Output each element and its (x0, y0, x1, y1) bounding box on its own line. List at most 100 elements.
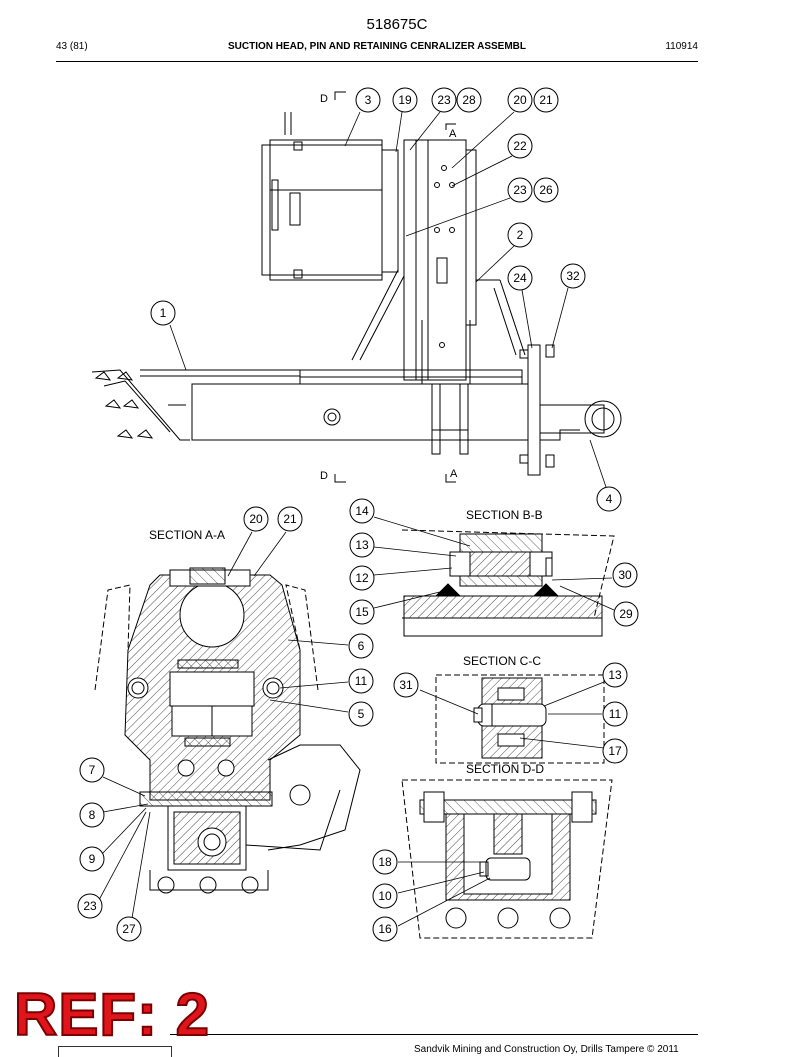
svg-text:29: 29 (619, 607, 633, 621)
callout-21: 21 (277, 506, 303, 532)
header-rule (56, 61, 698, 62)
callout-13: 13 (602, 662, 628, 688)
svg-text:21: 21 (539, 93, 553, 107)
svg-text:22: 22 (513, 139, 527, 153)
svg-text:30: 30 (618, 568, 632, 582)
callout-20: 20 (243, 506, 269, 532)
callout-30: 30 (612, 562, 638, 588)
section-cc-title: SECTION C-C (463, 654, 541, 668)
svg-text:23: 23 (513, 183, 527, 197)
callout-11: 11 (602, 701, 628, 727)
marker-a-top: A (449, 128, 457, 140)
section-bb-title: SECTION B-B (466, 508, 543, 522)
svg-text:21: 21 (283, 512, 297, 526)
callout-21: 21 (533, 87, 559, 113)
callout-4: 4 (596, 486, 622, 512)
svg-text:12: 12 (355, 571, 369, 585)
svg-text:2: 2 (517, 228, 524, 242)
callout-6: 6 (348, 633, 374, 659)
callout-24: 24 (507, 265, 533, 291)
callout-14: 14 (349, 498, 375, 524)
svg-text:23: 23 (437, 93, 451, 107)
callout-13: 13 (349, 532, 375, 558)
svg-text:7: 7 (89, 763, 96, 777)
section-bb-view (401, 529, 615, 637)
callout-9: 9 (79, 846, 105, 872)
main-view (91, 112, 622, 476)
callout-23: 23 (431, 87, 457, 113)
callout-20: 20 (507, 87, 533, 113)
callout-28: 28 (456, 87, 482, 113)
section-aa-view (94, 567, 361, 894)
svg-text:28: 28 (462, 93, 476, 107)
callout-26: 26 (533, 177, 559, 203)
logo-box (58, 1046, 172, 1057)
svg-text:14: 14 (355, 504, 369, 518)
page-title: SUCTION HEAD, PIN AND RETAINING CENRALIZ… (228, 41, 526, 52)
svg-text:32: 32 (566, 269, 580, 283)
svg-text:6: 6 (358, 639, 365, 653)
svg-text:11: 11 (609, 707, 622, 721)
svg-text:9: 9 (89, 852, 96, 866)
svg-text:1: 1 (160, 306, 167, 320)
svg-text:10: 10 (378, 889, 392, 903)
callout-32: 32 (560, 263, 586, 289)
svg-text:3: 3 (365, 93, 372, 107)
callout-31: 31 (393, 672, 419, 698)
svg-text:31: 31 (399, 678, 413, 692)
footer-copyright: Sandvik Mining and Construction Oy, Dril… (414, 1044, 679, 1055)
svg-text:20: 20 (249, 512, 263, 526)
svg-text:18: 18 (378, 855, 392, 869)
svg-text:4: 4 (606, 492, 613, 506)
page-number: 43 (81) (56, 41, 88, 52)
callout-19: 19 (392, 87, 418, 113)
callout-17: 17 (602, 738, 628, 764)
document-number: 518675C (366, 16, 428, 33)
callout-15: 15 (349, 599, 375, 625)
callout-5: 5 (348, 701, 374, 727)
svg-text:13: 13 (355, 538, 369, 552)
svg-text:11: 11 (355, 674, 368, 688)
callout-23: 23 (507, 177, 533, 203)
section-aa-title: SECTION A-A (149, 528, 225, 542)
footer-rule (170, 1034, 698, 1035)
svg-text:23: 23 (83, 899, 97, 913)
svg-text:5: 5 (358, 707, 365, 721)
marker-d-bottom: D (320, 470, 328, 482)
page-header: 43 (81) SUCTION HEAD, PIN AND RETAINING … (56, 41, 698, 55)
date-code: 110914 (665, 41, 698, 52)
callout-10: 10 (372, 883, 398, 909)
section-cc-view (435, 674, 605, 764)
callout-7: 7 (79, 757, 105, 783)
callout-29: 29 (613, 601, 639, 627)
callout-22: 22 (507, 133, 533, 159)
svg-text:15: 15 (355, 605, 369, 619)
svg-text:20: 20 (513, 93, 527, 107)
section-markers (334, 91, 456, 483)
callout-12: 12 (349, 565, 375, 591)
callout-8: 8 (79, 802, 105, 828)
callout-3: 3 (355, 87, 381, 113)
svg-text:24: 24 (513, 271, 527, 285)
callout-2: 2 (507, 222, 533, 248)
marker-a-bottom: A (450, 468, 458, 480)
callout-18: 18 (372, 849, 398, 875)
svg-text:13: 13 (608, 668, 622, 682)
callout-1: 1 (150, 300, 176, 326)
callout-23: 23 (77, 893, 103, 919)
section-dd-view (401, 779, 613, 939)
svg-text:26: 26 (539, 183, 553, 197)
svg-text:19: 19 (398, 93, 412, 107)
svg-text:16: 16 (378, 922, 392, 936)
callout-27: 27 (116, 916, 142, 942)
callout-bubbles: 3 19 23 28 20 21 22 23 26 2 24 32 1 4 20… (77, 87, 639, 942)
svg-text:8: 8 (89, 808, 96, 822)
section-dd-title: SECTION D-D (466, 762, 544, 776)
svg-text:17: 17 (608, 744, 622, 758)
svg-text:27: 27 (122, 922, 136, 936)
ref-stamp: REF: 2 (13, 981, 211, 1048)
callout-16: 16 (372, 916, 398, 942)
leader-lines (98, 111, 615, 927)
marker-d-top: D (320, 93, 328, 105)
